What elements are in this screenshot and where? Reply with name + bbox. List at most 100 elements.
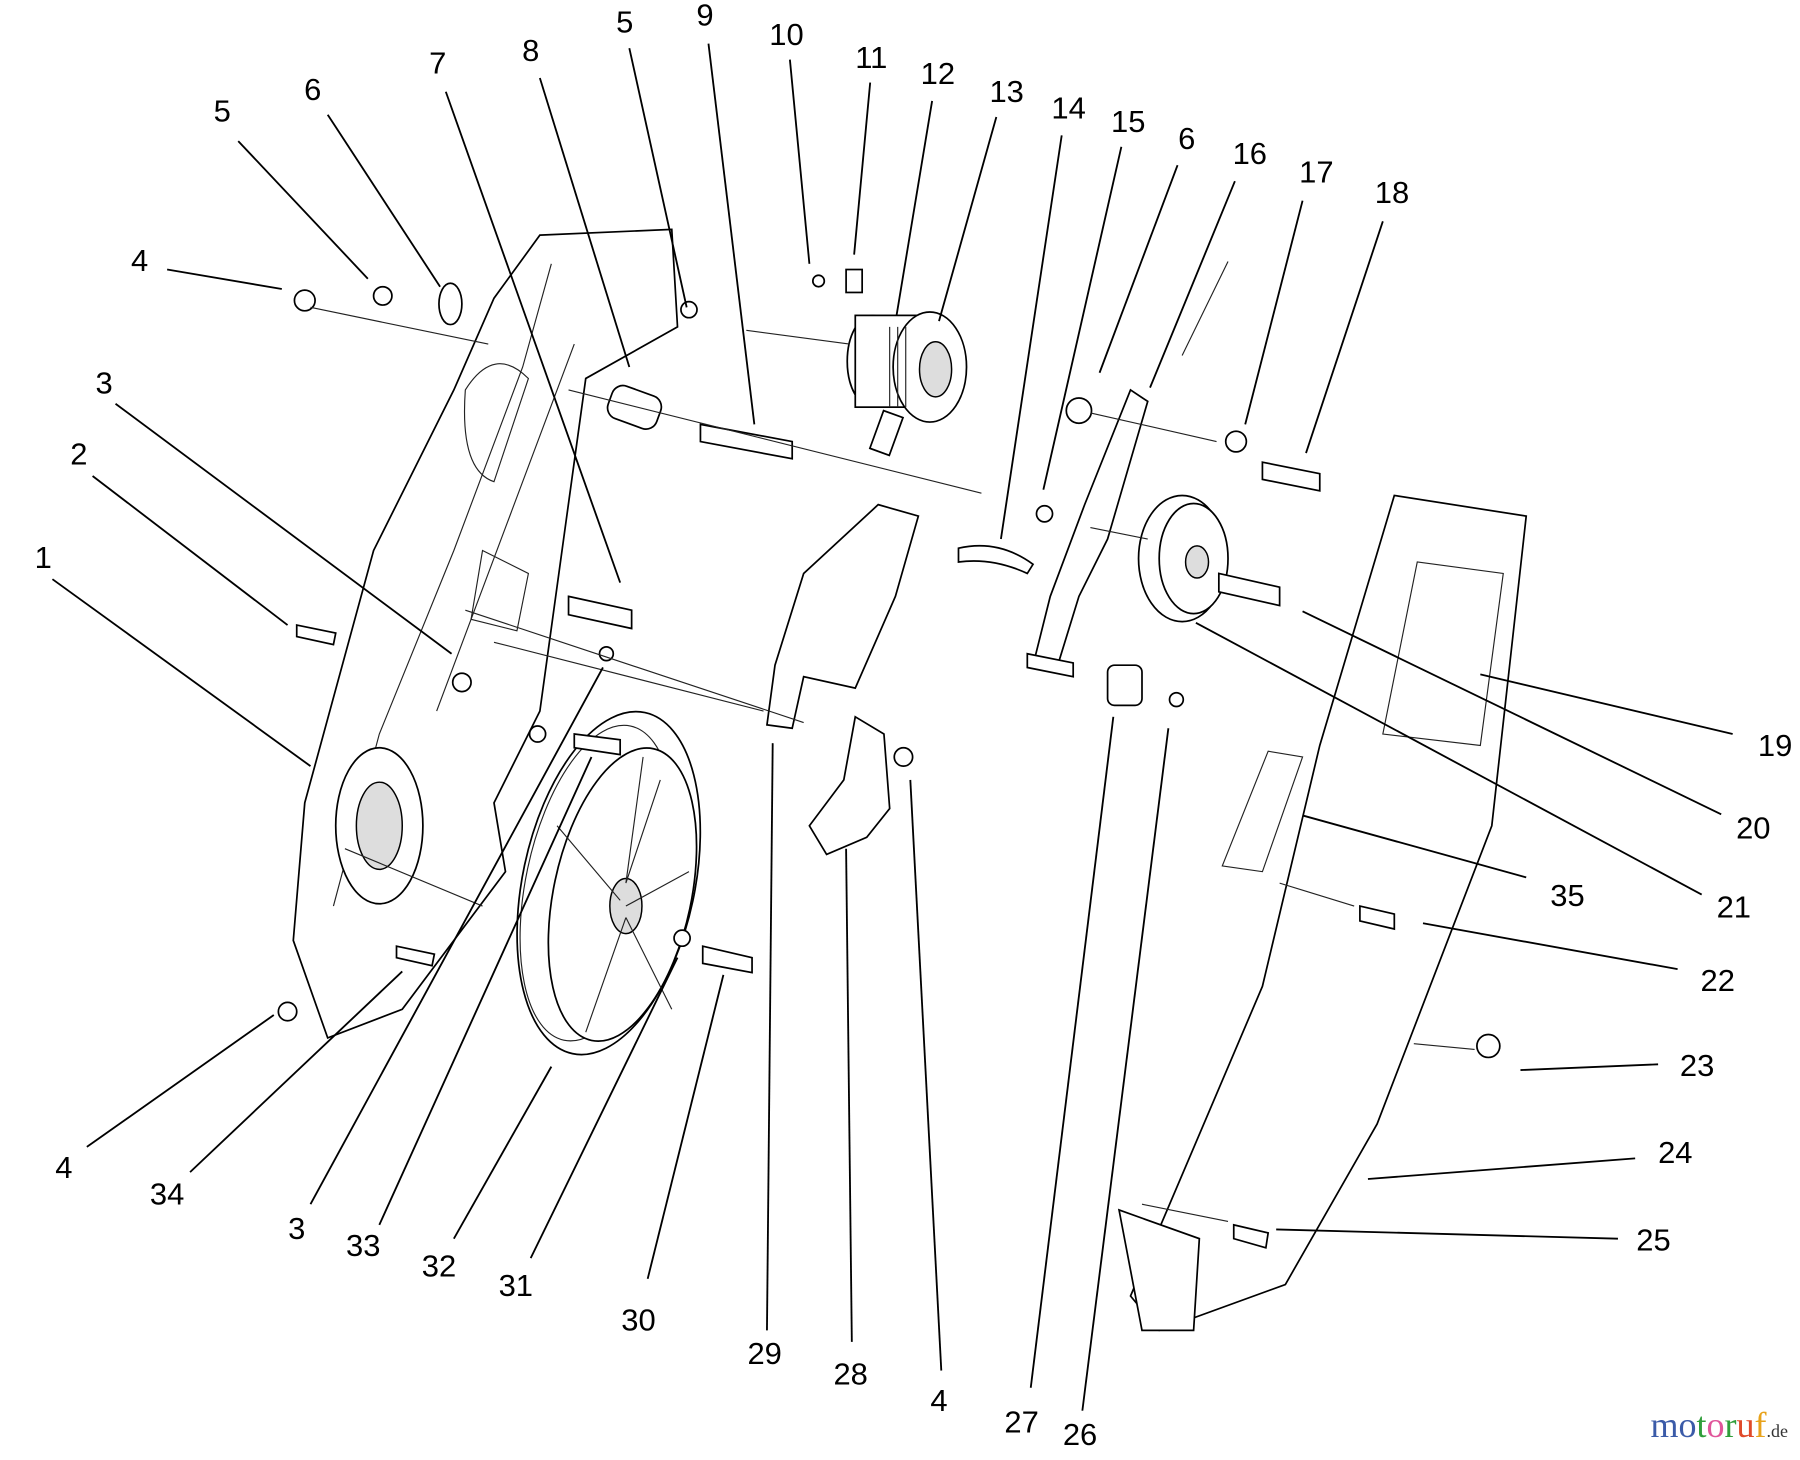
callout-label-15: 15 [1111, 104, 1145, 139]
drive-pulley-part-32 [516, 710, 702, 1056]
callout-label-3: 3 [95, 366, 112, 401]
watermark-letter: m [1650, 1405, 1679, 1445]
leader-line-4 [166, 268, 282, 290]
callout-label-21: 21 [1717, 890, 1751, 925]
callout-label-35: 35 [1550, 878, 1584, 913]
idler-pulley-part-21 [1137, 494, 1229, 623]
leader-line-5 [628, 47, 688, 308]
idler-arm-part-16 [1031, 388, 1149, 672]
callout-label-16: 16 [1233, 136, 1267, 171]
callout-label-33: 33 [346, 1228, 380, 1263]
leader-line-11 [853, 82, 872, 255]
clutch-part-13 [846, 311, 968, 457]
callout-label-5: 5 [214, 94, 231, 129]
leader-line-10 [788, 59, 811, 264]
leader-line-20 [1302, 610, 1722, 816]
leader-line-30 [646, 974, 725, 1280]
leader-line-2 [92, 475, 289, 626]
callout-label-3: 3 [288, 1211, 305, 1246]
leader-line-4 [909, 779, 943, 1371]
callout-label-34: 34 [150, 1176, 184, 1211]
bracket-part-28 [808, 715, 891, 856]
callout-label-4: 4 [930, 1383, 947, 1418]
leader-line-16 [1149, 180, 1236, 389]
leader-line-25 [1276, 1228, 1618, 1240]
leader-line-33 [378, 756, 593, 1226]
callout-label-25: 25 [1636, 1222, 1670, 1257]
leader-line-12 [895, 100, 934, 316]
leader-line-29 [766, 743, 774, 1331]
callout-label-32: 32 [422, 1249, 456, 1284]
leader-line-22 [1422, 922, 1678, 971]
hardware-parts [277, 268, 1501, 1249]
leader-line-9 [707, 43, 756, 425]
leader-line-6 [326, 114, 441, 288]
leader-line-17 [1244, 200, 1304, 425]
leader-line-24 [1367, 1157, 1636, 1180]
assembly-lines [310, 261, 1475, 1223]
callout-label-6: 6 [304, 72, 321, 107]
callout-label-5: 5 [616, 4, 633, 39]
leader-line-15 [1042, 146, 1123, 490]
callout-label-4: 4 [55, 1150, 72, 1185]
leader-line-32 [453, 1066, 553, 1240]
callout-label-31: 31 [499, 1268, 533, 1303]
leader-line-7 [444, 91, 622, 583]
callout-label-17: 17 [1299, 155, 1333, 190]
watermark-letter: t [1696, 1405, 1707, 1445]
callout-label-22: 22 [1701, 963, 1735, 998]
callout-label-18: 18 [1375, 175, 1409, 210]
leader-line-3 [309, 667, 604, 1205]
callout-label-29: 29 [747, 1336, 781, 1371]
left-housing-part-1 [292, 228, 679, 1040]
watermark-letter: u [1736, 1405, 1755, 1445]
leader-line-31 [529, 957, 679, 1259]
watermark-suffix: .de [1766, 1421, 1789, 1441]
leader-line-4 [86, 1014, 275, 1148]
leader-line-1 [51, 578, 312, 767]
callout-label-7: 7 [429, 46, 446, 81]
callout-label-14: 14 [1051, 90, 1085, 125]
callout-label-20: 20 [1736, 811, 1770, 846]
callout-label-10: 10 [769, 17, 803, 52]
belt-cover-part-24 [1117, 494, 1528, 1332]
watermark-letter: f [1754, 1405, 1767, 1445]
callout-leader-lines [51, 43, 1733, 1411]
callout-label-11: 11 [855, 40, 887, 75]
watermark-logo: motoruf.de [1650, 1404, 1788, 1446]
leader-line-8 [538, 77, 631, 368]
leader-line-3 [114, 402, 453, 655]
callout-label-9: 9 [696, 0, 713, 32]
leader-line-23 [1520, 1063, 1659, 1071]
leader-line-26 [1081, 728, 1170, 1411]
callout-label-24: 24 [1658, 1135, 1692, 1170]
leader-line-21 [1195, 621, 1703, 896]
callout-label-4: 4 [131, 243, 148, 278]
leader-line-27 [1029, 716, 1115, 1388]
leader-line-6 [1098, 164, 1179, 374]
leader-line-14 [1000, 135, 1063, 540]
watermark-letter: r [1724, 1405, 1737, 1445]
leader-line-18 [1305, 221, 1384, 454]
callout-label-30: 30 [621, 1303, 655, 1338]
callout-label-6: 6 [1178, 121, 1195, 156]
callout-label-8: 8 [522, 33, 539, 68]
callout-label-26: 26 [1063, 1417, 1097, 1452]
leader-line-13 [938, 116, 998, 322]
watermark-letter: o [1678, 1405, 1697, 1445]
callout-label-12: 12 [921, 56, 955, 91]
leader-line-5 [237, 140, 369, 280]
watermark-letter: o [1706, 1405, 1725, 1445]
callout-label-23: 23 [1680, 1048, 1714, 1083]
callout-label-28: 28 [833, 1356, 867, 1391]
leader-line-34 [189, 970, 403, 1173]
callout-label-1: 1 [35, 540, 52, 575]
callout-label-19: 19 [1758, 728, 1792, 763]
callout-label-27: 27 [1004, 1405, 1038, 1440]
leader-line-28 [845, 848, 853, 1342]
belt-guide-part-29 [765, 503, 920, 730]
leader-line-19 [1480, 673, 1733, 735]
